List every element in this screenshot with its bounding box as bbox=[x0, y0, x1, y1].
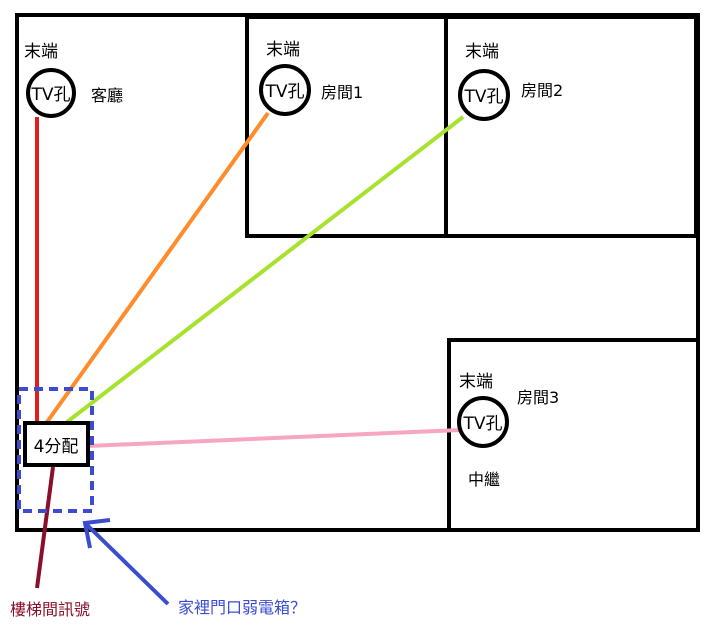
stairwell-signal-label: 樓梯間訊號 bbox=[10, 600, 90, 619]
room3-outline bbox=[447, 338, 700, 532]
terminal-label-room1: 末端 bbox=[266, 40, 300, 60]
tv-outlet-room2-icon bbox=[458, 69, 510, 121]
relay-label: 中繼 bbox=[468, 470, 500, 489]
tv-outlet-label-room3: TV孔 bbox=[462, 414, 502, 434]
tv-outlet-room1-icon bbox=[259, 64, 311, 116]
cable-room3 bbox=[87, 428, 461, 448]
tv-outlet-living-icon bbox=[26, 68, 76, 118]
tv-outlet-label-living: TV孔 bbox=[30, 85, 70, 105]
room1-label: 房間1 bbox=[321, 83, 363, 102]
living-room-label: 客廳 bbox=[91, 86, 123, 105]
splitter-label: 4分配 bbox=[34, 437, 79, 457]
tv-outlet-room3-icon bbox=[457, 396, 509, 448]
terminal-label-room2: 末端 bbox=[465, 42, 499, 62]
weak-box-question-label: 家裡門口弱電箱？ bbox=[178, 598, 306, 617]
room2-label: 房間2 bbox=[521, 81, 563, 100]
tv-outlet-label-room1: TV孔 bbox=[264, 82, 304, 102]
cable-room1 bbox=[45, 111, 270, 424]
room3-label: 房間3 bbox=[517, 388, 559, 407]
stairwell-signal-line bbox=[35, 466, 55, 589]
terminal-label-room3: 末端 bbox=[459, 372, 493, 392]
weak-box-outline bbox=[17, 387, 94, 513]
cable-room2 bbox=[65, 115, 465, 424]
splitter-box bbox=[23, 421, 90, 467]
tv-outlet-label-room2: TV孔 bbox=[463, 87, 503, 107]
weak-box-arrow bbox=[82, 518, 170, 606]
terminal-label-living: 末端 bbox=[24, 42, 58, 62]
room2-outline bbox=[444, 15, 698, 238]
